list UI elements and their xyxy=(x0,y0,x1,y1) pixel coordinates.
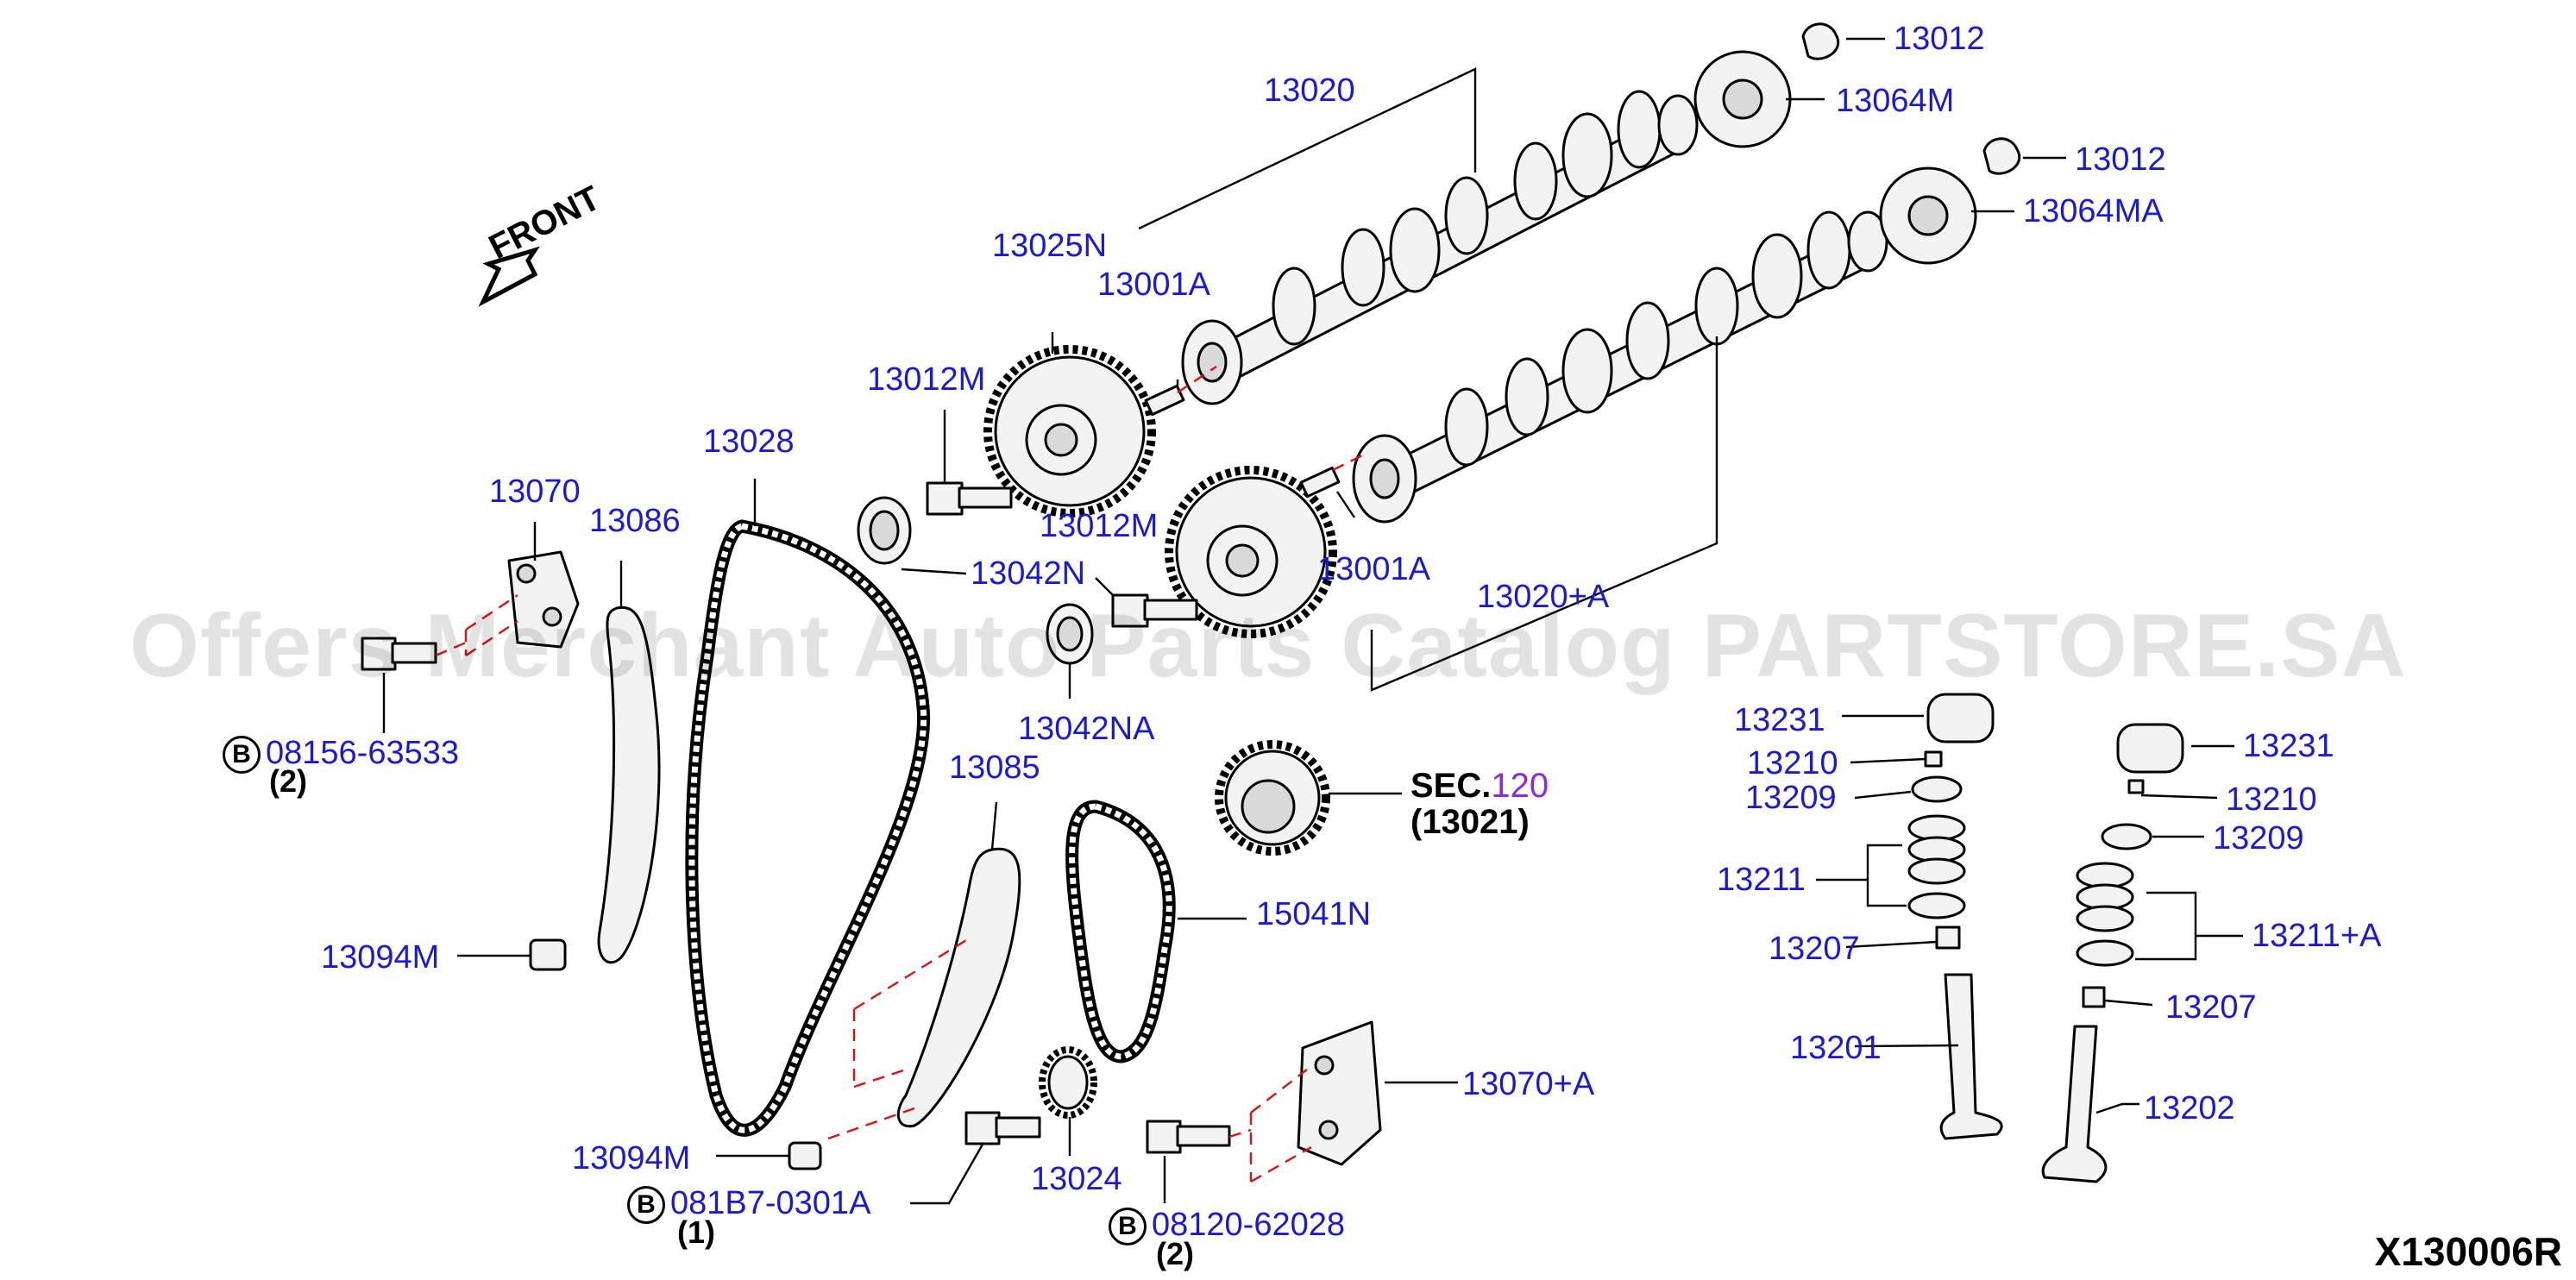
label-13209-left[interactable]: 13209 xyxy=(1745,780,1837,816)
label-13012-mid[interactable]: 13012 xyxy=(2075,141,2166,178)
label-13012M-upper[interactable]: 13012M xyxy=(867,361,986,398)
label-13231-left[interactable]: 13231 xyxy=(1734,702,1825,738)
label-13202[interactable]: 13202 xyxy=(2144,1090,2235,1126)
label-13024[interactable]: 13024 xyxy=(1031,1161,1122,1197)
retainer-right xyxy=(2101,823,2152,850)
label-13012M-lower[interactable]: 13012M xyxy=(1040,508,1159,544)
label-13094M-lower[interactable]: 13094M xyxy=(572,1140,691,1176)
label-13042NA[interactable]: 13042NA xyxy=(1018,711,1155,747)
label-13231-right[interactable]: 13231 xyxy=(2243,728,2334,764)
valve-train-left xyxy=(1907,693,2003,1140)
label-13028[interactable]: 13028 xyxy=(703,424,795,460)
label-13025N[interactable]: 13025N xyxy=(992,228,1108,264)
sprocket-bolt-lower xyxy=(1111,593,1198,628)
dowel-pin-lower xyxy=(1299,466,1341,499)
label-13211A[interactable]: 13211+A xyxy=(2252,918,2382,954)
bolt-08120-62028 xyxy=(1146,1120,1231,1154)
pin-13094M-lower xyxy=(788,1141,822,1170)
label-13211[interactable]: 13211 xyxy=(1717,862,1806,898)
sec-prefix: SEC. xyxy=(1411,767,1492,805)
plug-upper xyxy=(1801,22,1840,60)
bolt-marker-icon: B xyxy=(223,736,261,774)
dowel-pin-upper xyxy=(1144,384,1185,417)
leader-lines xyxy=(382,37,2243,1205)
label-13070[interactable]: 13070 xyxy=(489,474,581,510)
label-13001A-upper[interactable]: 13001A xyxy=(1097,267,1211,303)
exhaust-valve xyxy=(2041,1025,2108,1183)
label-13001A-lower[interactable]: 13001A xyxy=(1317,551,1431,587)
timing-chain xyxy=(685,519,931,1137)
bolt-08156-63533 xyxy=(361,637,437,671)
label-13210-right[interactable]: 13210 xyxy=(2226,781,2317,818)
lifter-left xyxy=(1926,693,1995,744)
chain-guide-right xyxy=(896,847,1021,1128)
label-13070A[interactable]: 13070+A xyxy=(1462,1066,1595,1102)
qty-081B7: (1) xyxy=(677,1214,715,1250)
label-08156-text: 08156-63533 xyxy=(266,735,459,772)
label-13064M[interactable]: 13064M xyxy=(1836,83,1955,119)
lower-camshaft xyxy=(1352,210,1888,524)
crank-sprocket xyxy=(1039,1046,1097,1119)
label-13064MA[interactable]: 13064MA xyxy=(2023,193,2164,229)
keeper-right xyxy=(2127,779,2145,794)
chain-tensioner-lower xyxy=(1297,1020,1382,1166)
bolt-081B7-0301A xyxy=(964,1111,1041,1145)
lower-cam-sprocket xyxy=(1165,466,1337,638)
signal-plate-upper xyxy=(1693,50,1792,148)
label-13209-right[interactable]: 13209 xyxy=(2213,820,2304,856)
section-reference[interactable]: SEC.120 (13021) xyxy=(1411,768,1549,840)
bolt-marker-icon: B xyxy=(627,1186,665,1224)
signal-plate-lower xyxy=(1879,166,1977,265)
intake-valve xyxy=(1939,973,2003,1140)
diagram-code: X130006R xyxy=(2374,1229,2562,1274)
upper-cam-sprocket xyxy=(983,345,1156,518)
sec-number: 120 xyxy=(1491,767,1549,805)
label-13020A[interactable]: 13020+A xyxy=(1477,579,1610,615)
label-13086[interactable]: 13086 xyxy=(589,503,681,539)
retainer-left xyxy=(1911,775,1963,803)
label-13012-top[interactable]: 13012 xyxy=(1894,21,1985,57)
chain-guide-left xyxy=(597,605,661,964)
pin-13094M-upper xyxy=(529,938,567,971)
sec-sub: (13021) xyxy=(1411,803,1530,841)
valve-train-right xyxy=(2041,723,2184,1183)
label-15041N[interactable]: 15041N xyxy=(1256,896,1372,932)
seal-left xyxy=(1935,925,1961,950)
qty-08156: (2) xyxy=(269,763,307,799)
label-13207-left[interactable]: 13207 xyxy=(1769,931,1860,967)
idler-gear xyxy=(1215,740,1330,856)
keeper-left xyxy=(1924,750,1943,768)
upper-camshaft xyxy=(1181,90,1699,405)
chain-tensioner-upper xyxy=(507,550,580,649)
plug-lower xyxy=(1982,137,2021,175)
bolt-marker-icon: B xyxy=(1109,1208,1147,1245)
label-13201[interactable]: 13201 xyxy=(1790,1030,1882,1066)
label-081B7-text: 081B7-0301A xyxy=(670,1185,871,1222)
seal-right xyxy=(2082,986,2106,1008)
label-13207-right[interactable]: 13207 xyxy=(2165,989,2257,1026)
label-13094M-upper[interactable]: 13094M xyxy=(321,939,440,976)
qty-08120: (2) xyxy=(1156,1236,1194,1271)
label-13042N[interactable]: 13042N xyxy=(971,555,1086,592)
label-08120-text: 08120-62028 xyxy=(1152,1207,1345,1244)
lifter-right xyxy=(2116,723,2184,774)
label-13210-left[interactable]: 13210 xyxy=(1747,745,1838,781)
label-13020[interactable]: 13020 xyxy=(1264,72,1355,109)
label-13085[interactable]: 13085 xyxy=(949,750,1040,786)
front-arrow-icon xyxy=(478,246,540,307)
sprocket-bolt-upper xyxy=(926,481,1013,516)
oil-pump-chain xyxy=(1065,800,1176,1064)
